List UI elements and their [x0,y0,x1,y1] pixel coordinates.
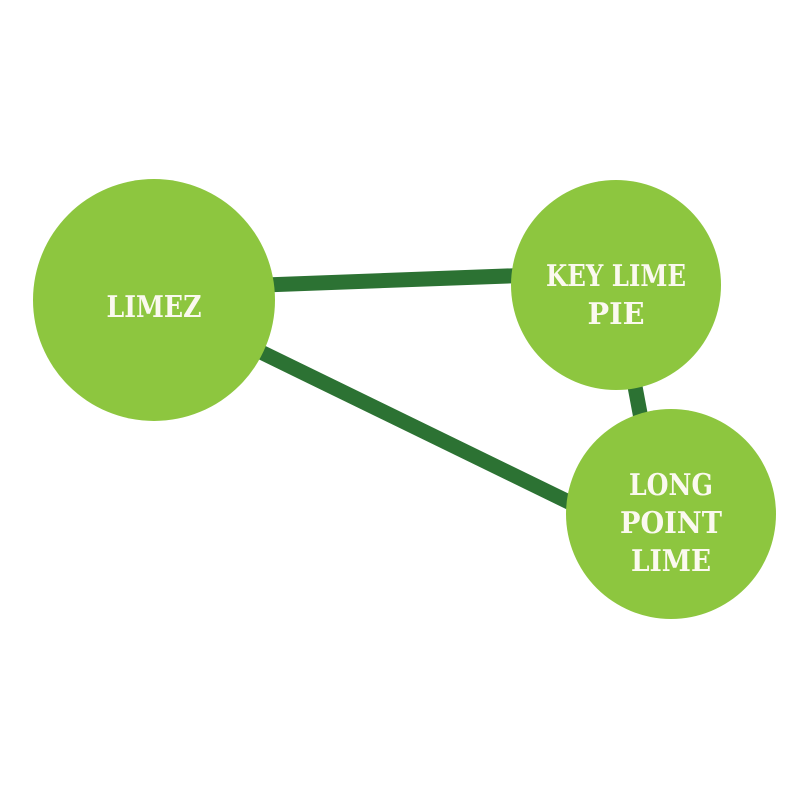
node-key-lime-pie-label-line1: KEY LIME [546,259,686,294]
node-limez-circle [33,179,275,421]
node-long-point-lime-label-line1: LONG [629,468,713,503]
node-long-point-lime-label-line3: LIME [631,544,711,579]
node-long-point-lime: LONG POINT LIME [566,409,776,619]
node-long-point-lime-circle [566,409,776,619]
node-limez: LIMEZ [33,179,275,421]
node-key-lime-pie-circle [511,180,721,390]
node-limez-label: LIMEZ [107,290,202,325]
node-long-point-lime-label-line2: POINT [620,506,723,541]
node-key-lime-pie: KEY LIME PIE [511,180,721,390]
node-key-lime-pie-label-line2: PIE [588,297,645,332]
